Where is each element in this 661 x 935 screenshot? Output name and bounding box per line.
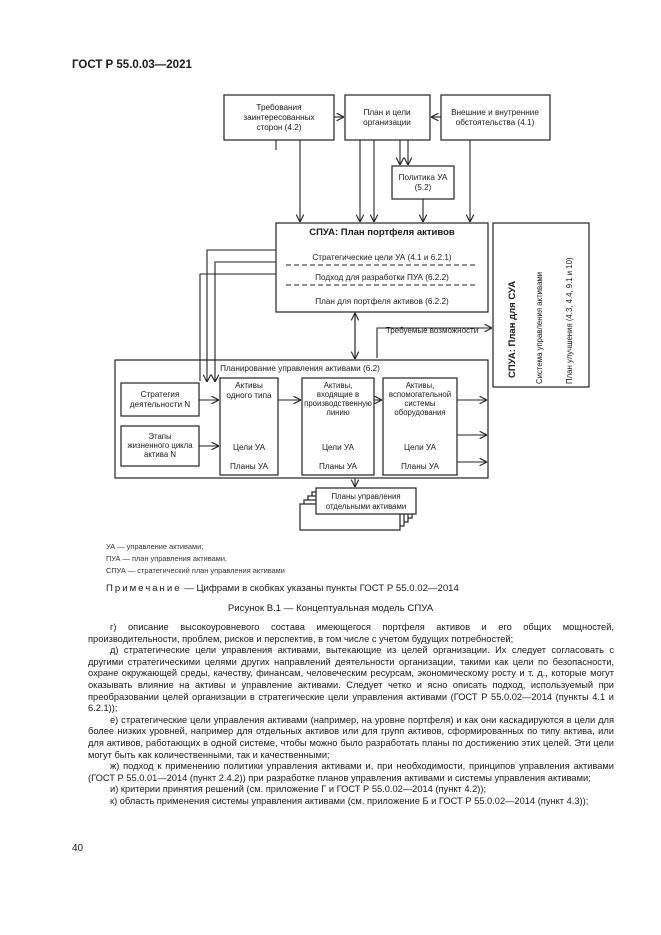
col2-box [301, 377, 375, 476]
figure-note: Примечание — Цифрами в скобках указаны п… [106, 583, 459, 594]
spua-box [275, 222, 489, 313]
sua-sub: Система управления активами [535, 272, 544, 384]
paragraph-k: к) область применения системы управления… [110, 795, 589, 806]
strategy-box [120, 382, 200, 417]
page-number: 40 [72, 843, 84, 854]
legend-ua: УА — управление активами; [106, 542, 204, 551]
legend-pua: ПУА — план управления активами, [106, 554, 228, 563]
sua-box [492, 222, 590, 388]
spua-line2: Подход для разработки ПУА (6.2.2) [315, 273, 449, 282]
col2-goals: Цели УА [322, 443, 355, 452]
spua-line1: Стратегические цели УА (4.1 и 6.2.1) [312, 253, 452, 262]
policy-text: Политика УА(5.2) [399, 173, 448, 192]
paragraph-g: г) описание высокоуровневого состава име… [88, 622, 614, 644]
sua-improve: План улучшения (4.3, 4.4, 9.1 и 10) [565, 257, 574, 384]
body-text: г) описание высокоуровневого состава име… [88, 622, 614, 808]
paragraph-d: д) стратегические цели управления актива… [88, 645, 614, 714]
individual-plans-box [315, 487, 417, 515]
col1-plans: Планы УА [230, 462, 269, 471]
policy-box [391, 165, 455, 200]
paragraph-i: и) критерии принятия решений (см. прилож… [110, 784, 487, 795]
lifecycle-box [120, 425, 200, 467]
figure-caption: Рисунок В.1 — Концептуальная модель СПУА [227, 603, 434, 614]
paragraph-e: е) стратегические цели управления актива… [88, 714, 614, 760]
spua-line3: План для портфеля активов (6.2.2) [315, 297, 449, 306]
col3-plans: Планы УА [401, 462, 440, 471]
col1-goals: Цели УА [233, 443, 266, 452]
col3-goals: Цели УА [404, 443, 437, 452]
spua-title: СПУА: План портфеля активов [309, 227, 455, 238]
required-capabilities: Требуемые возможности [386, 326, 478, 335]
col3-box [382, 377, 458, 476]
sua-title: СПУА: План для СУА [507, 281, 518, 378]
planning-title: Планирование управления активами (6.2) [220, 364, 380, 373]
document-id: ГОСТ Р 55.0.03—2021 [72, 59, 192, 71]
legend-spua: СПУА — стратегический план управления ак… [106, 566, 285, 575]
paragraph-zh: ж) подход к применению политики управлен… [88, 761, 614, 783]
col2-plans: Планы УА [319, 462, 358, 471]
col1-box [219, 377, 279, 476]
org-plan-box [344, 94, 431, 141]
